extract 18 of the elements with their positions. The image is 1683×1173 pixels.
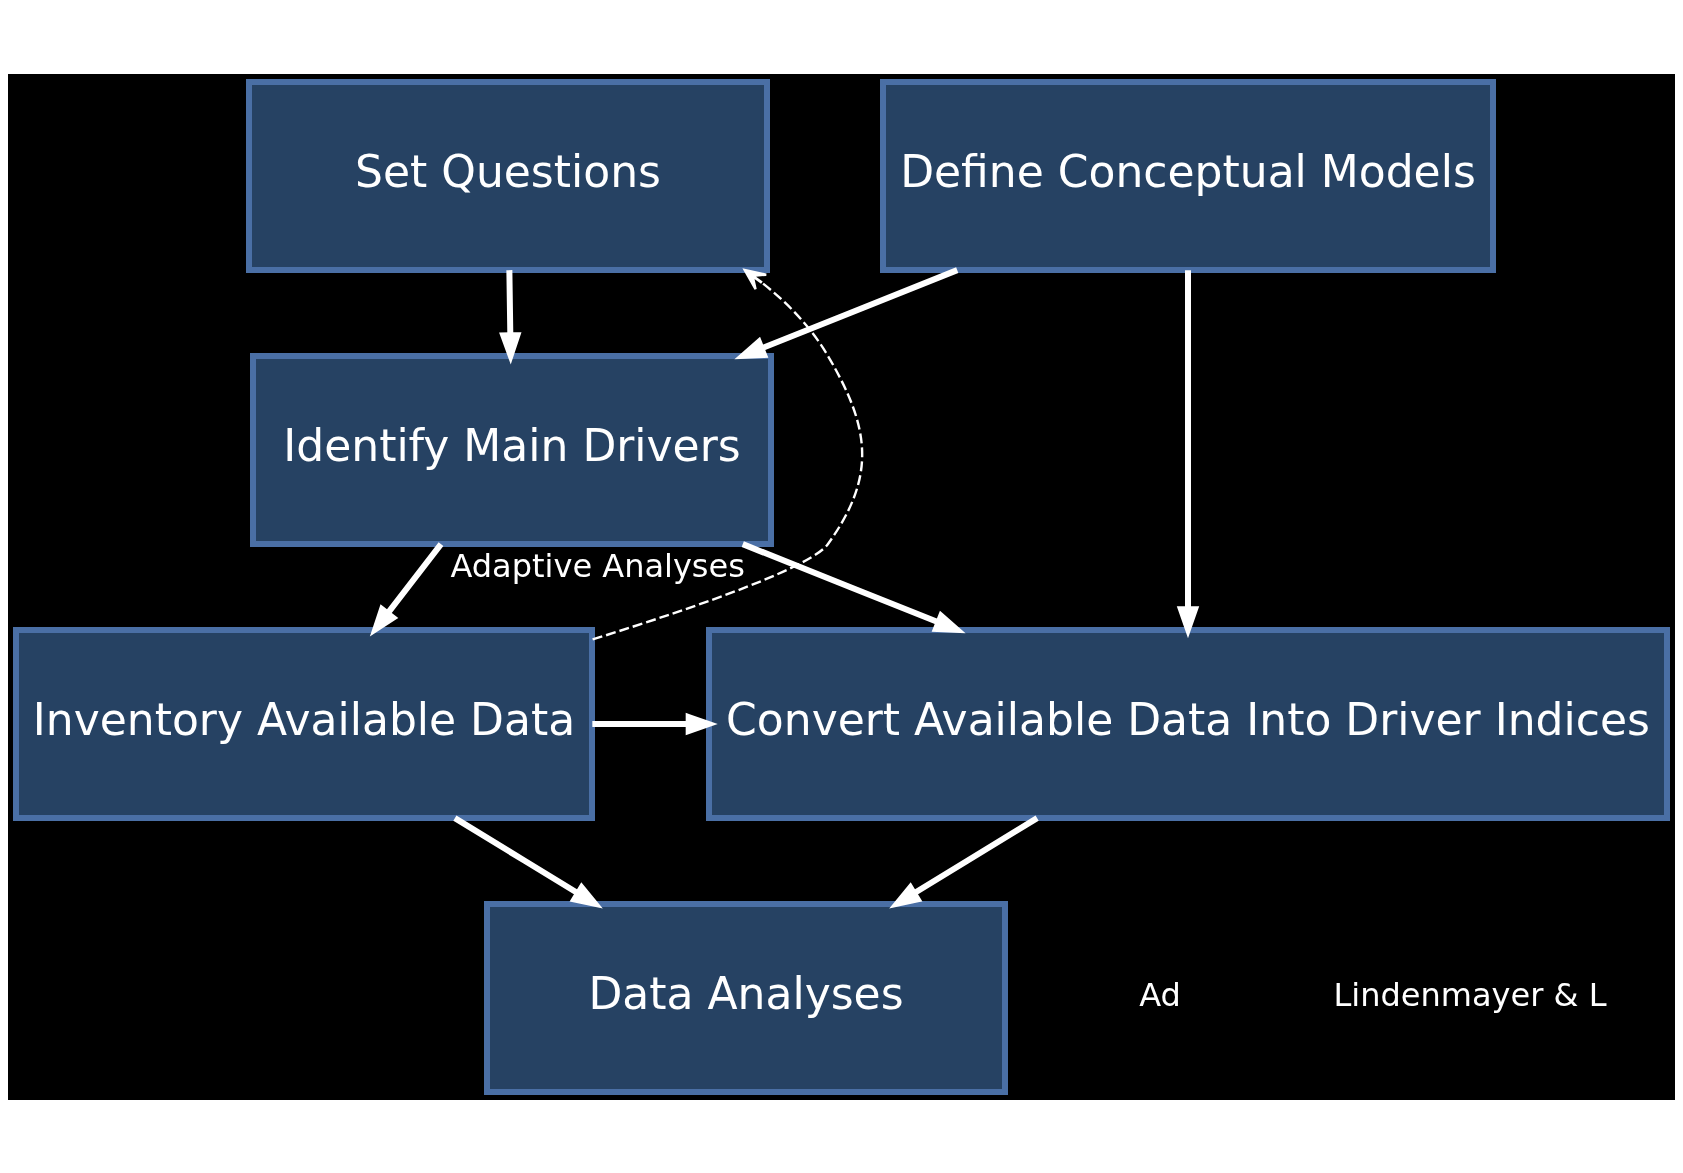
node-box: Convert Available Data Into Driver Indices xyxy=(706,626,1670,821)
arrow xyxy=(592,712,718,735)
label: Ad xyxy=(1139,975,1181,1014)
arrow xyxy=(499,269,522,364)
node-box: Data Analyses xyxy=(484,900,1008,1095)
node-box: Identify Main Drivers xyxy=(250,352,774,547)
arrow xyxy=(734,266,959,359)
arrow xyxy=(1176,269,1200,638)
arrow xyxy=(741,540,966,633)
node-box: Set Questions xyxy=(246,78,770,273)
node-box: Define Conceptual Models xyxy=(880,78,1496,273)
label: Lindenmayer & L xyxy=(1333,975,1607,1014)
node-box: Inventory Available Data xyxy=(13,626,595,821)
arrow xyxy=(369,541,444,637)
edge-label: Adaptive Analyses xyxy=(450,546,745,585)
arrow xyxy=(889,815,1039,909)
arrow xyxy=(592,268,864,641)
arrow xyxy=(453,815,603,909)
